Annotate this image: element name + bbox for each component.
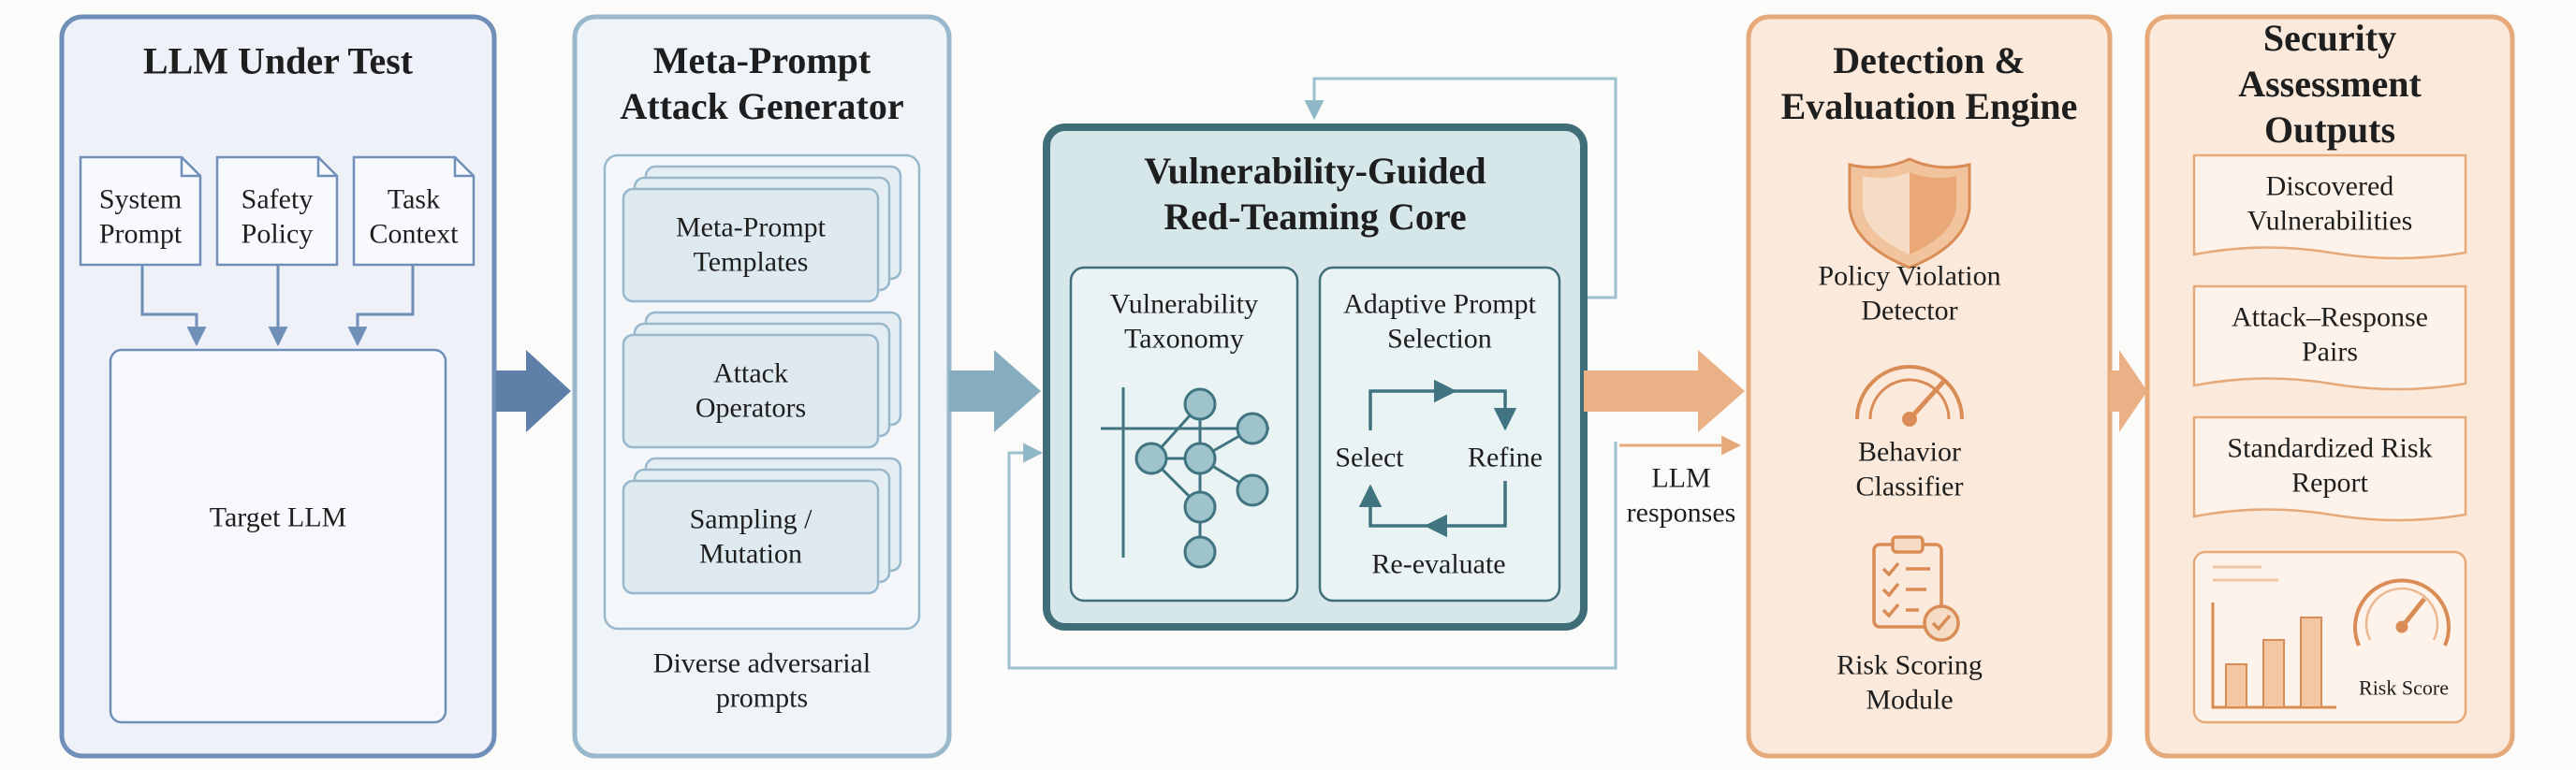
arrow-to-generator [496,350,571,432]
panel-outputs [2144,14,2515,759]
stack-label-sampling: Sampling / Mutation [689,503,812,569]
stack-sampling [622,457,902,595]
stack-operators [622,311,902,449]
taxonomy-label: Vulnerability Taxonomy [1109,288,1259,354]
panel-title-detection: Detection & Evaluation Engine [1780,39,2078,127]
arrow-to-detection [1584,350,1745,432]
panel-llm-under-test [59,14,497,759]
panel-core [1043,123,1588,631]
shield-icon [1848,157,1971,269]
cycle-select-label: Select [1335,442,1404,473]
arrow-to-core [949,350,1041,432]
arrow-to-outputs [2110,350,2147,432]
target-llm-label: Target LLM [209,501,347,533]
feedback-loop-bottom [1007,442,1617,670]
doc-label-safety-policy: Safety Policy [241,183,314,249]
doc-label-task-context: Task Context [369,183,459,249]
cycle-icon [1358,379,1517,538]
document-icon [79,155,476,267]
stack-templates [622,165,902,303]
stack-label-operators: Attack Operators [695,357,807,423]
clipboard-check-icon [1872,535,1960,642]
panel-generator [572,14,952,759]
speedometer-icon [2353,578,2451,647]
detection-item-risk: Risk Scoring Module [1837,649,1983,715]
detection-item-policy: Policy Violation Detector [1818,260,2001,326]
doc-label-system-prompt: System Prompt [98,183,183,249]
panel-detection [1746,14,2113,759]
panel-title-generator: Meta-Prompt Attack Generator [620,39,904,127]
output-item-report: Standardized Risk Report [2227,432,2433,498]
adaptive-selection-label: Adaptive Prompt Selection [1343,288,1536,354]
taxonomy-nodes [1134,387,1269,569]
output-item-vulnerabilities: Discovered Vulnerabilities [2247,170,2413,236]
generator-caption: Diverse adversarial prompts [652,647,871,713]
cycle-reevaluate-label: Re-evaluate [1371,548,1506,580]
feedback-loop-top [1304,77,1617,299]
doc-connectors [140,266,415,347]
risk-score-label: Risk Score [2359,676,2449,700]
cycle-refine-label: Refine [1468,442,1543,473]
panel-title-outputs: Security Assessment Outputs [2238,16,2422,151]
llm-responses-label: LLM responses [1626,462,1736,528]
detection-item-behavior: Behavior Classifier [1855,436,1964,501]
panel-title-core: Vulnerability-Guided Red-Teaming Core [1144,150,1486,238]
output-doc-shapes [2192,153,2467,522]
panel-title-llm-under-test: LLM Under Test [142,39,414,82]
output-item-pairs: Attack–Response Pairs [2232,301,2428,367]
gauge-icon [1855,365,1964,427]
stack-label-templates: Meta-Prompt Templates [676,211,826,277]
bar-chart-icon [2211,565,2336,709]
target-llm-box [109,348,447,724]
